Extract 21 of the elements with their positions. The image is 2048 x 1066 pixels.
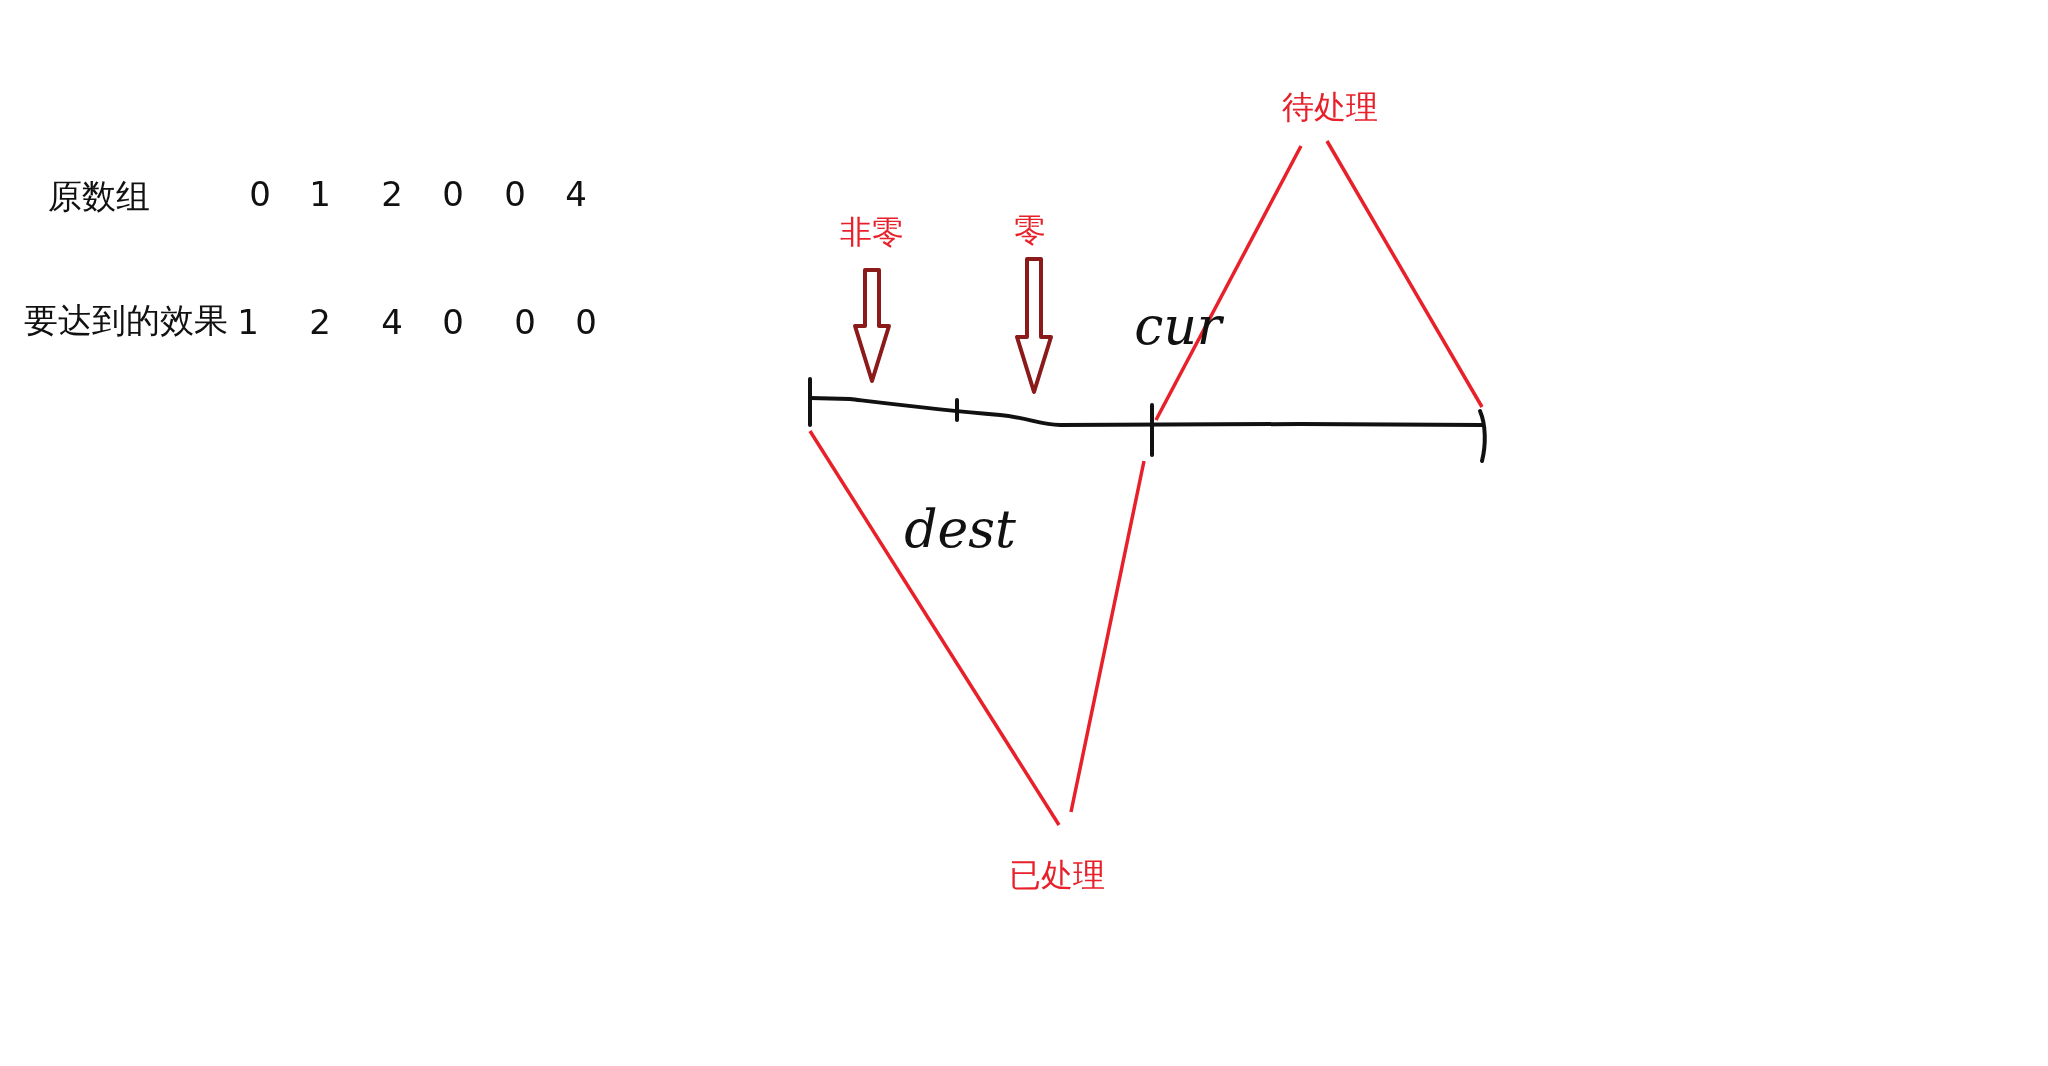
pointer-label: 非零: [840, 216, 904, 248]
array-value: 0: [442, 177, 464, 211]
pointer-name: dest: [904, 503, 1016, 555]
array-value: 4: [381, 305, 403, 339]
array-value: 1: [309, 177, 331, 211]
array-value: 4: [565, 177, 587, 211]
array-value: 0: [442, 305, 464, 339]
array-value: 0: [504, 177, 526, 211]
row-label: 要达到的效果: [24, 303, 228, 337]
array-value: 0: [514, 305, 536, 339]
array-value: 2: [381, 177, 403, 211]
down-arrow: [1015, 257, 1053, 394]
array-value: 1: [237, 305, 259, 339]
array-value: 0: [249, 177, 271, 211]
bracket-label: 已处理: [1009, 859, 1105, 891]
row-label: 原数组: [48, 179, 150, 213]
array-value: 0: [575, 305, 597, 339]
down-arrow: [853, 268, 891, 383]
pointer-label: 零: [1014, 214, 1046, 246]
array-value: 2: [309, 305, 331, 339]
bracket-label: 待处理: [1282, 91, 1378, 123]
